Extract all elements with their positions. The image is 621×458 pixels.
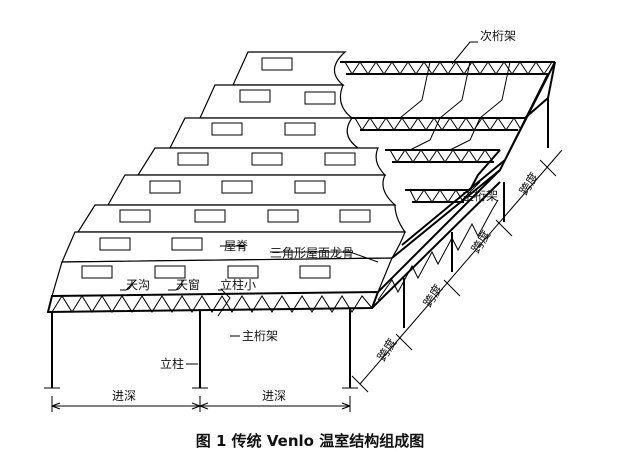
skylight — [81, 265, 113, 279]
secondary-trusses — [340, 61, 556, 259]
skylight — [299, 265, 331, 279]
skylight — [119, 209, 151, 223]
skylight — [171, 237, 203, 251]
label-span-1: 跨度 — [374, 335, 399, 363]
label-main-truss-bottom: 主桁架 — [242, 329, 278, 343]
label-span-3: 跨度 — [468, 227, 493, 255]
skylight — [284, 122, 316, 136]
label-depth-2: 进深 — [262, 389, 286, 403]
label-secondary-truss: 次桁架 — [480, 29, 516, 43]
leader-lines — [120, 41, 481, 365]
skylight — [239, 89, 271, 103]
dimension-lines — [51, 149, 563, 412]
skylights — [81, 57, 371, 279]
skylight — [154, 265, 186, 279]
skylight — [211, 122, 243, 136]
label-skylight: 天窗 — [176, 278, 200, 292]
skylight — [251, 152, 283, 166]
label-gutter: 天沟 — [126, 278, 150, 292]
label-triangle-roof-keel: 三角形屋面龙骨 — [270, 246, 354, 260]
skylight — [194, 209, 226, 223]
label-column: 立柱 — [160, 356, 184, 371]
figure-caption: 图 1 传统 Venlo 温室结构组成图 — [196, 432, 424, 450]
skylight — [149, 180, 181, 194]
skylight — [99, 237, 131, 251]
skylight — [227, 265, 259, 279]
label-small-column: 立柱小 — [220, 277, 256, 292]
skylight — [221, 180, 253, 194]
skylight — [177, 152, 209, 166]
skylight — [267, 209, 299, 223]
label-depth-1: 进深 — [112, 389, 136, 403]
label-span-4: 跨度 — [516, 169, 541, 197]
skylight — [324, 152, 356, 166]
front-main-truss — [46, 169, 501, 314]
columns — [44, 98, 549, 389]
skylight — [294, 180, 326, 194]
label-main-truss-top: 主桁架 — [462, 189, 498, 203]
label-ridge: 屋脊 — [224, 239, 248, 253]
label-span-2: 跨度 — [420, 281, 445, 309]
skylight — [304, 91, 336, 105]
roof-panel-3 — [169, 117, 360, 149]
skylight — [261, 57, 293, 71]
skylight — [339, 209, 371, 223]
